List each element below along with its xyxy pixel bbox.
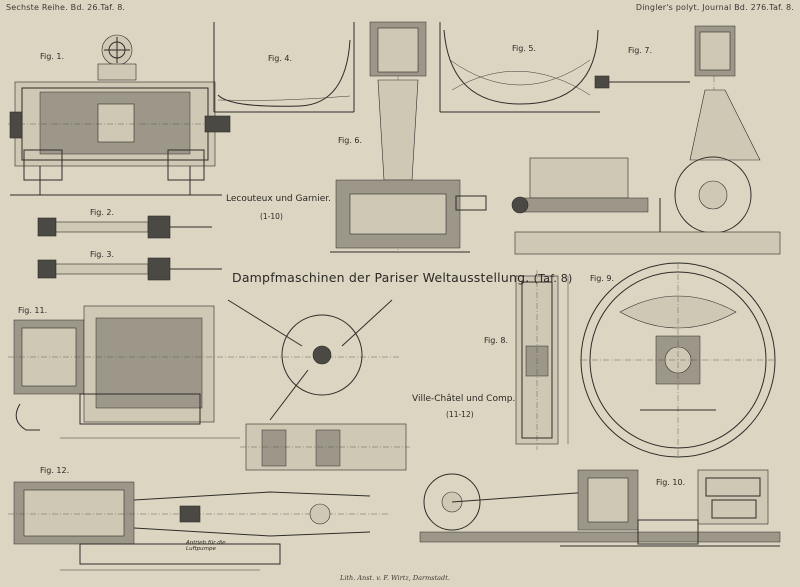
journal-header: Dingler's polyt. Journal Bd. 276.Taf. 8. bbox=[635, 3, 794, 12]
fig6-caption: Fig. 6. bbox=[338, 136, 363, 145]
fig4-diagram bbox=[213, 22, 355, 113]
fig12-note: Antrieb für die Luftpumpe bbox=[186, 540, 226, 552]
fig1-drawing bbox=[8, 34, 231, 196]
fig4-caption: Fig. 4. bbox=[268, 54, 293, 63]
fig5-caption: Fig. 5. bbox=[512, 44, 537, 53]
fig2-drawing bbox=[37, 215, 212, 239]
fig1-caption: Fig. 1. bbox=[40, 52, 65, 61]
fig7-caption: Fig. 7. bbox=[628, 46, 653, 55]
plate-title-sub: (Taf. 8) bbox=[533, 272, 573, 285]
fig5-diagram bbox=[439, 22, 600, 113]
maker-ville-chatel: Ville-Châtel und Comp. bbox=[412, 394, 516, 404]
maker-ville-chatel-range: (11-12) bbox=[446, 410, 474, 419]
series-header: Sechste Reihe. Bd. 26.Taf. 8. bbox=[6, 3, 126, 12]
fig11-drawing bbox=[8, 299, 400, 439]
fig12-caption: Fig. 12. bbox=[40, 466, 70, 475]
fig10-drawing bbox=[419, 469, 781, 547]
plate-title-main: Dampfmaschinen der Pariser Weltausstellu… bbox=[232, 270, 530, 285]
fig3-caption: Fig. 3. bbox=[90, 250, 115, 259]
fig7-drawing bbox=[511, 25, 781, 255]
maker-lecouteux: Lecouteux und Garnier. bbox=[226, 194, 331, 204]
fig10-caption: Fig. 10. bbox=[656, 478, 686, 487]
fig9-drawing bbox=[580, 262, 776, 458]
fig11-frame-detail bbox=[240, 423, 410, 471]
fig9-caption: Fig. 9. bbox=[590, 274, 615, 283]
fig8-drawing bbox=[515, 270, 569, 450]
fig2-caption: Fig. 2. bbox=[90, 208, 115, 217]
lithographer-imprint: Lith. Anst. v. F. Wirtz, Darmstadt. bbox=[340, 574, 450, 582]
fig11-caption: Fig. 11. bbox=[18, 306, 48, 315]
fig12-drawing bbox=[8, 481, 390, 571]
fig3-drawing bbox=[37, 257, 222, 281]
fig6-drawing bbox=[330, 21, 487, 253]
maker-lecouteux-range: (1-10) bbox=[260, 212, 283, 221]
plate-title: Dampfmaschinen der Pariser Weltausstellu… bbox=[232, 270, 573, 285]
fig8-caption: Fig. 8. bbox=[484, 336, 509, 345]
